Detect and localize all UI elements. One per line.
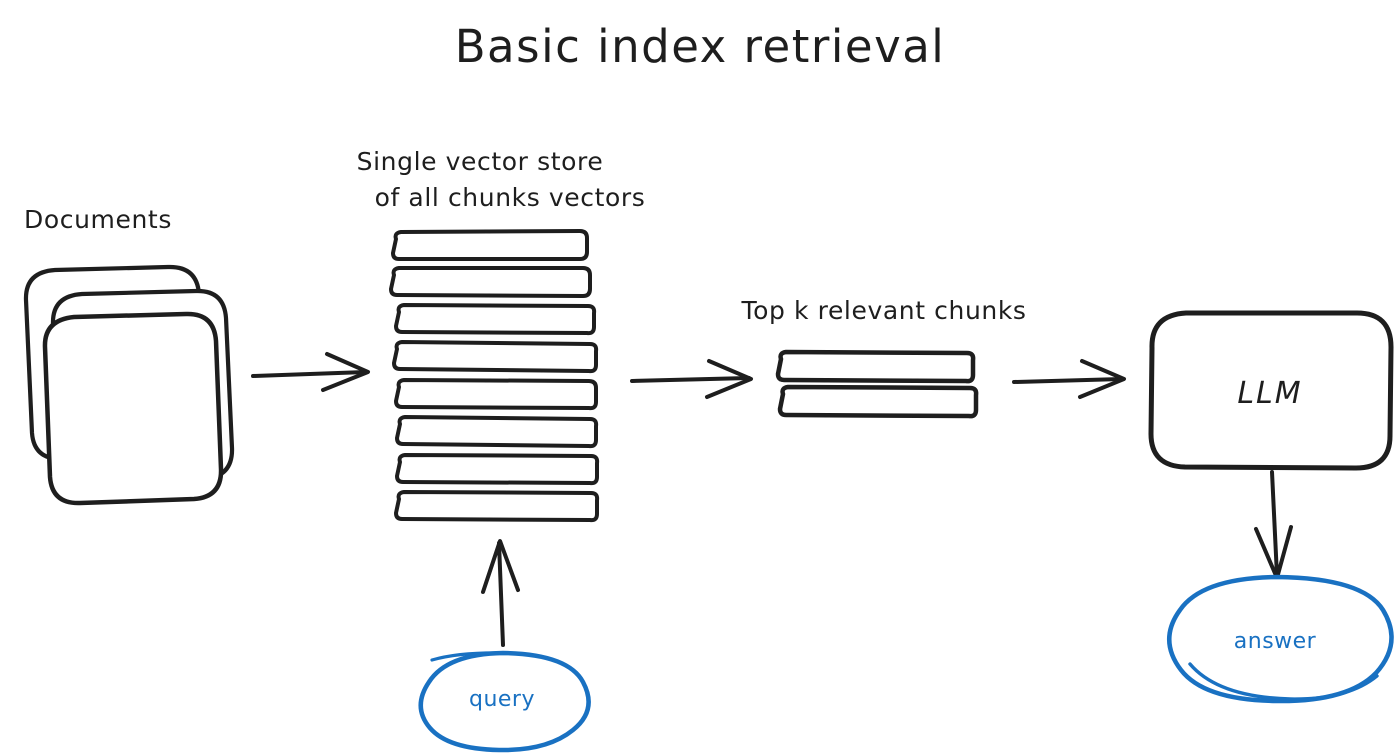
llm-node[interactable]: LLM <box>1148 310 1394 471</box>
arrow-llm-to-answer <box>1254 470 1293 580</box>
top-k-chunks[interactable] <box>775 349 979 419</box>
vector-store-stack[interactable] <box>389 229 600 523</box>
vector-chunk-row <box>391 229 589 261</box>
vector-chunk-row <box>395 415 599 449</box>
query-ellipse <box>418 650 591 753</box>
answer-label: answer <box>1234 629 1317 654</box>
vector-chunk-row <box>389 266 592 298</box>
answer-ellipse <box>1167 574 1394 704</box>
document-sheet-front <box>42 311 224 506</box>
answer-node[interactable]: answer <box>1167 574 1394 704</box>
query-label: query <box>469 687 535 712</box>
documents-label: Documents <box>24 205 172 234</box>
vector-chunk-row <box>392 340 599 374</box>
top-k-label: Top k relevant chunks <box>740 296 1026 325</box>
vector-chunk-row <box>394 303 597 336</box>
diagram-title: Basic index retrieval <box>455 20 946 73</box>
arrow-chunks-to-llm <box>1012 359 1126 399</box>
arrow-query-to-store <box>481 539 520 647</box>
llm-box <box>1148 310 1394 471</box>
vector-chunk-row <box>394 490 600 523</box>
vector-store-label-line1: Single vector store <box>357 147 604 176</box>
documents-stack[interactable] <box>23 264 235 506</box>
top-k-chunk-row <box>775 349 976 384</box>
arrow-documents-to-store <box>251 352 370 392</box>
vector-store-label-line2: of all chunks vectors <box>375 183 646 212</box>
llm-label: LLM <box>1237 376 1302 411</box>
top-k-chunk-row <box>777 384 979 419</box>
vector-chunk-row <box>395 453 600 486</box>
query-node[interactable]: query <box>418 650 591 753</box>
arrow-store-to-chunks <box>630 359 753 399</box>
vector-chunk-row <box>394 378 598 411</box>
